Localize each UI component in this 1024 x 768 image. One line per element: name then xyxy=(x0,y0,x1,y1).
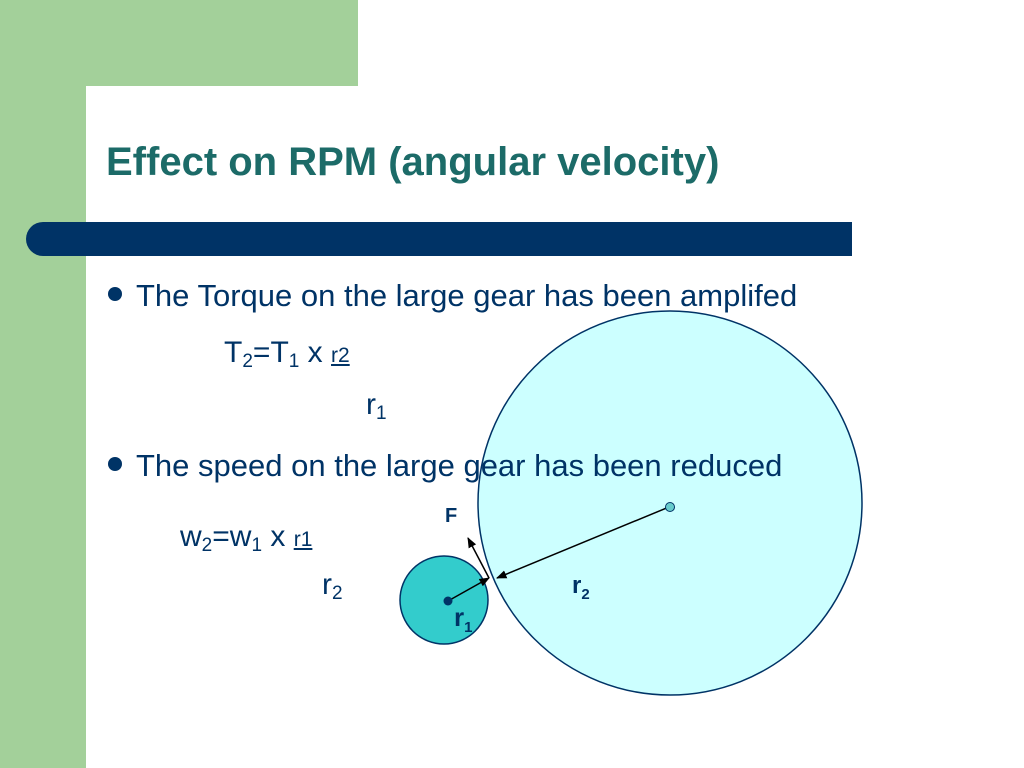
force-label: F xyxy=(445,505,458,527)
bullet-item: The Torque on the large gear has been am… xyxy=(108,278,797,314)
torque-denominator: r1 xyxy=(366,388,387,424)
title-underline-bar xyxy=(26,222,852,256)
speed-formula-line: w2=w1 x r1 xyxy=(180,520,313,556)
decor-band-top xyxy=(0,0,358,86)
decor-band-left xyxy=(0,0,86,768)
bullet-dot-icon xyxy=(108,456,122,471)
bullet-item: The speed on the large gear has been red… xyxy=(108,448,782,484)
torque-formula-line: T2=T1 x r2 xyxy=(224,336,350,372)
large-gear-center xyxy=(665,502,675,512)
large-radius-arrow xyxy=(496,506,670,579)
force-arrow xyxy=(467,537,490,579)
torque-numerator: r2 xyxy=(331,344,350,367)
slide-title: Effect on RPM (angular velocity) xyxy=(106,140,720,184)
bullet-dot-icon xyxy=(108,286,122,301)
small-radius-label: r1 xyxy=(454,602,473,636)
speed-numerator: r1 xyxy=(293,528,313,551)
bullet-text: The Torque on the large gear has been am… xyxy=(136,278,798,313)
speed-denominator: r2 xyxy=(322,568,343,604)
large-radius-label: r2 xyxy=(572,572,590,603)
small-gear-center xyxy=(443,596,453,606)
small-radius-arrow xyxy=(447,577,490,602)
bullet-text: The speed on the large gear has been red… xyxy=(136,448,783,483)
